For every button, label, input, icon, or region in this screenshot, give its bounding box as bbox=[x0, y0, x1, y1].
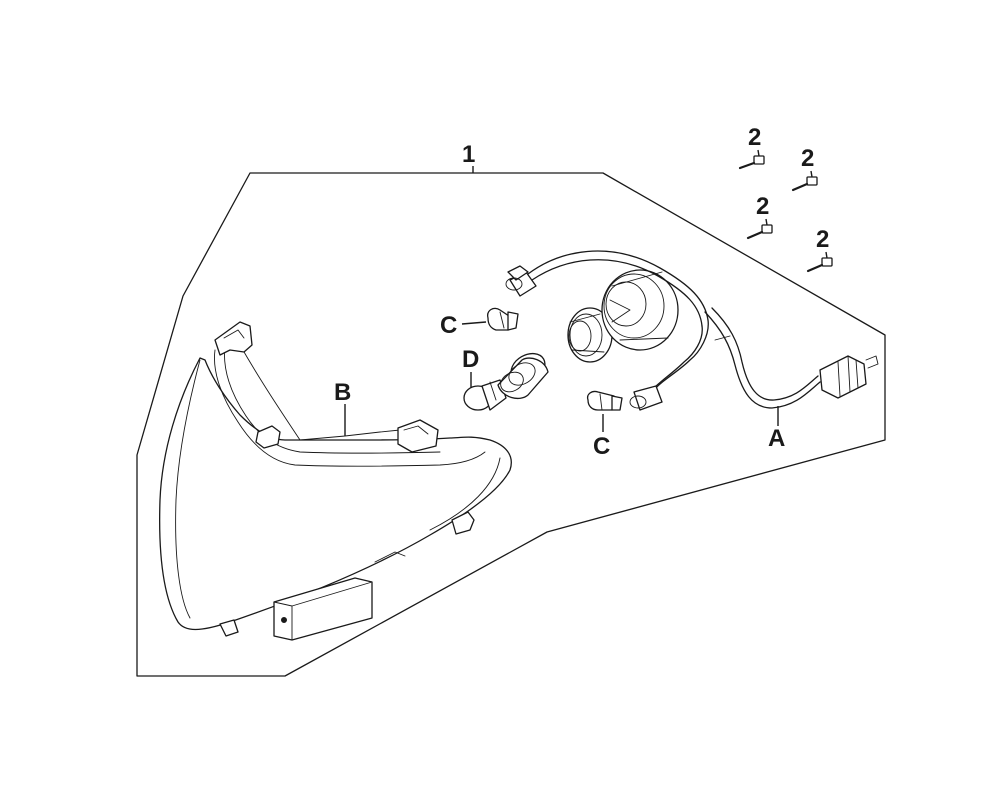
screw-part-1: 2 bbox=[738, 124, 765, 170]
wire-harness bbox=[505, 250, 879, 411]
callout-screw-4-label: 2 bbox=[816, 226, 829, 253]
socket-main bbox=[497, 352, 549, 399]
reflector-small bbox=[567, 307, 613, 363]
callout-screw-2-label: 2 bbox=[801, 145, 814, 172]
callout-bulb-upper-label: C bbox=[440, 312, 457, 339]
callout-assembly-label: 1 bbox=[462, 141, 475, 168]
reflector-large bbox=[601, 269, 679, 351]
callout-lens-housing-label: B bbox=[334, 379, 351, 406]
callout-screw-1-label: 2 bbox=[748, 124, 761, 151]
bulb-upper bbox=[487, 307, 519, 331]
callout-bulb-upper-leader bbox=[461, 321, 487, 325]
bulb-lower bbox=[586, 390, 623, 411]
screw-part-3: 2 bbox=[746, 193, 773, 240]
screw-part-2: 2 bbox=[791, 145, 818, 192]
callout-wire-harness-label: A bbox=[768, 425, 785, 452]
callout-bulb-main-label: D bbox=[462, 346, 479, 373]
callout-bulb-lower-label: C bbox=[593, 433, 610, 460]
bulb-main bbox=[463, 379, 507, 411]
callout-screw-3-label: 2 bbox=[756, 193, 769, 220]
screw-part-4: 2 bbox=[806, 226, 833, 273]
assembly-boundary bbox=[136, 172, 886, 677]
lens-housing bbox=[159, 321, 512, 641]
